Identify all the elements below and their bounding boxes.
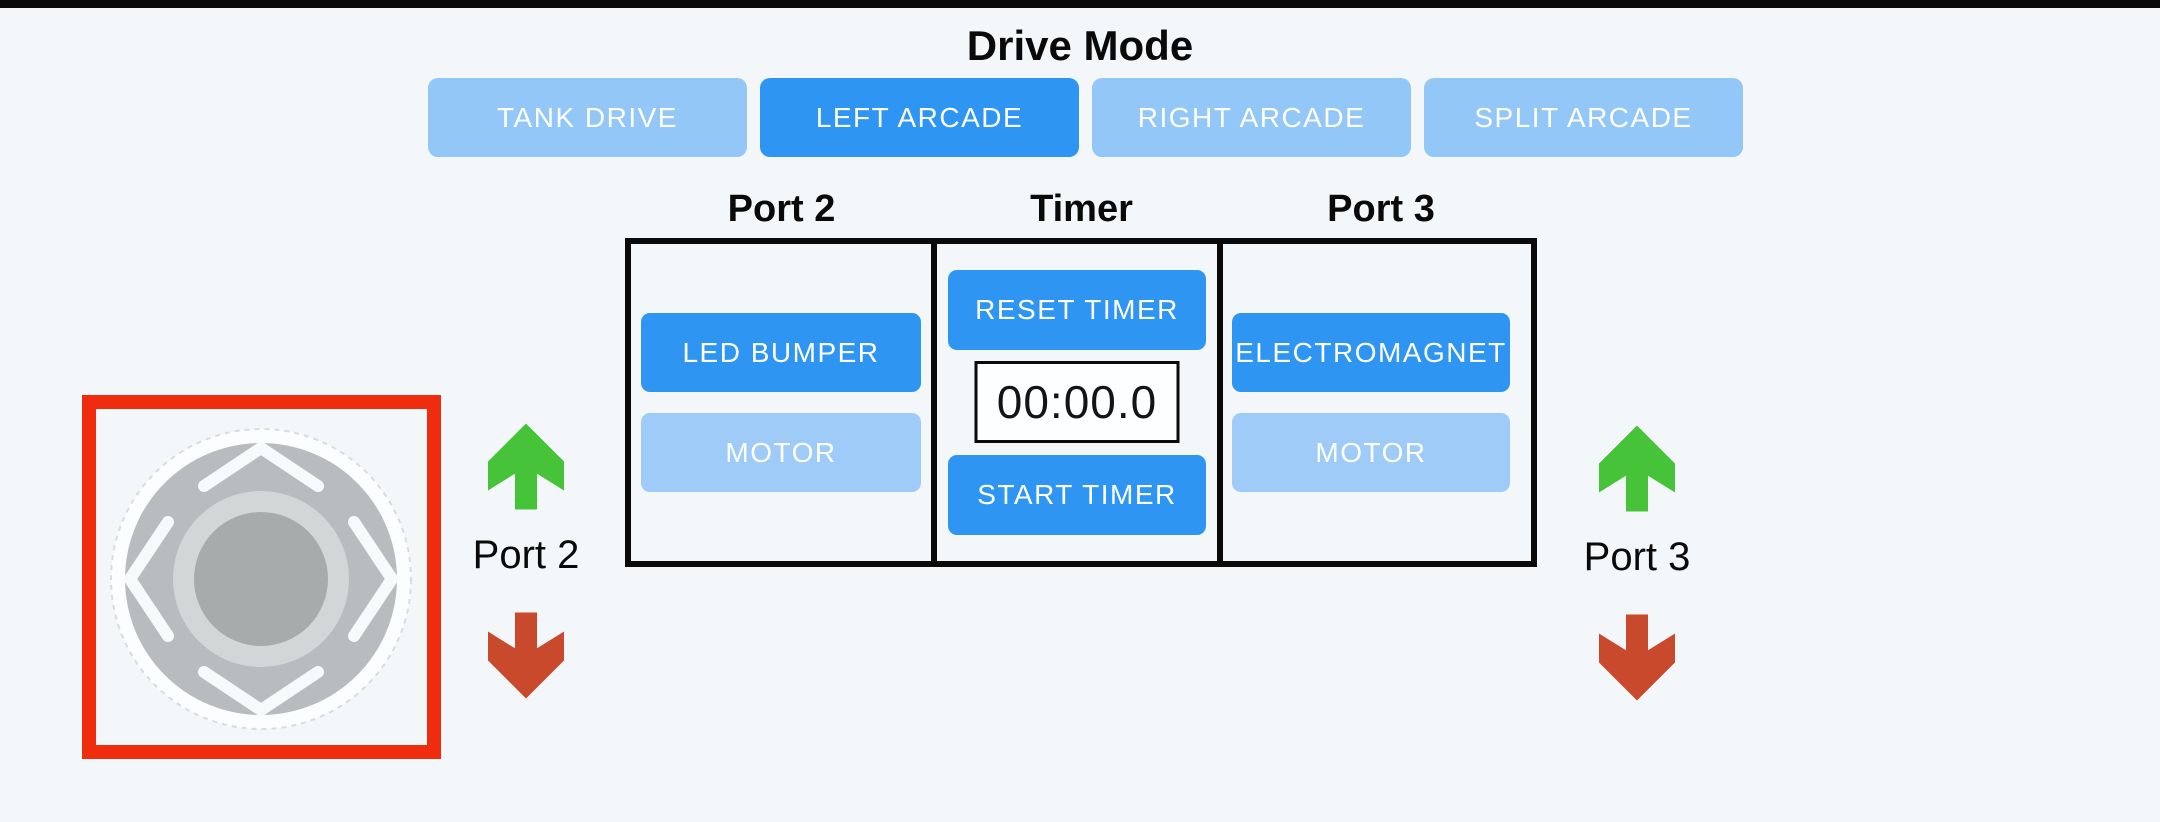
port2-cell: LED BUMPER MOTOR <box>631 244 931 561</box>
timer-display: 00:00.0 <box>974 361 1180 443</box>
port2-header: Port 2 <box>727 188 836 230</box>
electromagnet-button[interactable]: ELECTROMAGNET <box>1232 313 1510 392</box>
reset-timer-button[interactable]: RESET TIMER <box>948 270 1206 350</box>
port3-motor-button[interactable]: MOTOR <box>1232 413 1510 492</box>
green-up-arrow-icon[interactable] <box>1599 425 1675 512</box>
drive-mode-button-row: TANK DRIVE LEFT ARCADE RIGHT ARCADE SPLI… <box>428 78 1743 157</box>
page-title: Drive Mode <box>966 22 1194 69</box>
right-arcade-button[interactable]: RIGHT ARCADE <box>1092 78 1411 157</box>
split-arcade-button[interactable]: SPLIT ARCADE <box>1424 78 1743 157</box>
device-panel: LED BUMPER MOTOR RESET TIMER 00:00.0 STA… <box>625 238 1537 567</box>
port3-side-controls: Port 3 <box>1584 425 1690 701</box>
port2-side-label: Port 2 <box>472 533 580 577</box>
joystick-highlight-box <box>82 395 441 759</box>
timer-header: Timer <box>1030 188 1133 230</box>
chevron-left-icon <box>124 516 174 642</box>
chevron-up-icon <box>198 442 324 492</box>
timer-cell: RESET TIMER 00:00.0 START TIMER <box>931 244 1217 561</box>
tank-drive-button[interactable]: TANK DRIVE <box>428 78 747 157</box>
port3-header: Port 3 <box>1327 188 1435 230</box>
port3-cell: ELECTROMAGNET MOTOR <box>1217 244 1519 561</box>
port2-side-controls: Port 2 <box>473 423 579 699</box>
chevron-right-icon <box>348 516 398 642</box>
left-arcade-button[interactable]: LEFT ARCADE <box>760 78 1079 157</box>
start-timer-button[interactable]: START TIMER <box>948 455 1206 535</box>
red-down-arrow-icon[interactable] <box>1599 614 1675 701</box>
top-black-bar <box>0 0 2160 8</box>
port2-motor-button[interactable]: MOTOR <box>641 413 921 492</box>
chevron-down-icon <box>198 666 324 716</box>
joystick-pad[interactable] <box>96 409 427 745</box>
joystick-knob[interactable] <box>194 512 328 646</box>
led-bumper-button[interactable]: LED BUMPER <box>641 313 921 392</box>
red-down-arrow-icon[interactable] <box>488 612 564 699</box>
green-up-arrow-icon[interactable] <box>488 423 564 510</box>
port3-side-label: Port 3 <box>1583 535 1691 579</box>
panel-headers: Port 2 Timer Port 3 <box>625 188 1537 231</box>
